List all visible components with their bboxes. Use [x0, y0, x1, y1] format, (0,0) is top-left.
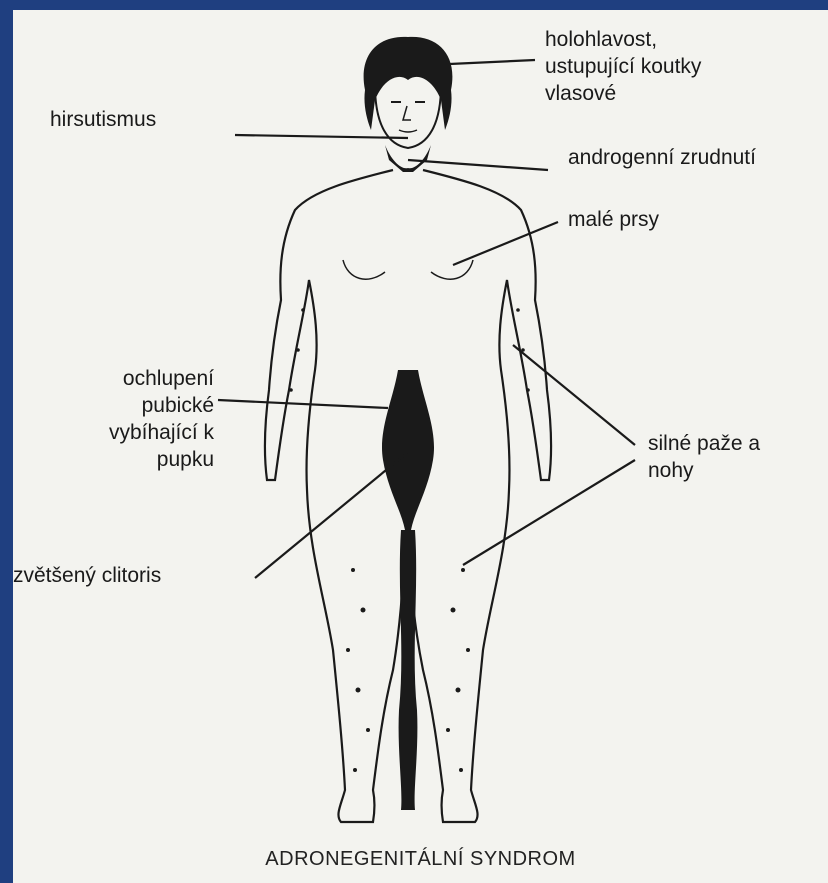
label-pubic-hair-4: pupku	[157, 446, 214, 473]
label-androgenic-coarsening: androgenní zrudnutí	[568, 144, 756, 171]
neck-hair	[385, 145, 431, 172]
leg-hair-inner	[399, 530, 418, 810]
diagram-title: ADRONEGENITÁLNÍ SYNDROM	[13, 848, 828, 871]
pubic-hair	[382, 370, 434, 530]
label-small-breasts: malé prsy	[568, 206, 659, 233]
label-baldness-2: ustupující koutky	[545, 53, 701, 80]
label-pubic-hair-3: vybíhající k	[109, 419, 214, 446]
label-strong-limbs-2: nohy	[648, 457, 694, 484]
label-baldness: holohlavost,	[545, 26, 657, 53]
label-pubic-hair-2: pubické	[142, 392, 214, 419]
hair	[364, 37, 453, 130]
label-enlarged-clitoris: zvětšený clitoris	[13, 562, 161, 589]
label-baldness-3: vlasové	[545, 80, 616, 107]
label-pubic-hair-1: ochlupení	[123, 365, 214, 392]
diagram-sheet: holohlavost, ustupující koutky vlasové h…	[13, 10, 828, 883]
label-hirsutism: hirsutismus	[50, 106, 156, 133]
label-strong-limbs-1: silné paže a	[648, 430, 760, 457]
